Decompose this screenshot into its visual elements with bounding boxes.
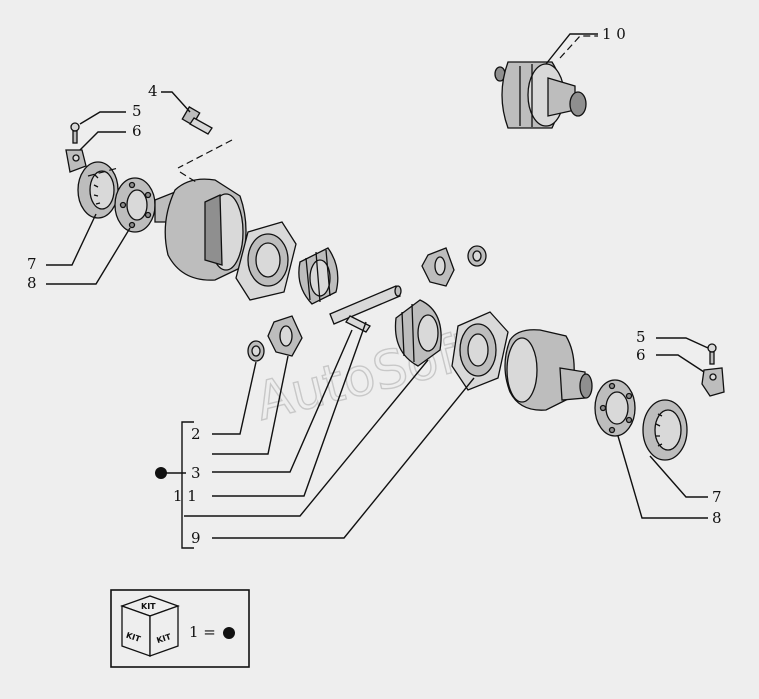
kit-box-icon: KIT KIT KIT bbox=[120, 595, 180, 657]
callout-9: 9 bbox=[191, 529, 201, 547]
kit-label-top: KIT bbox=[141, 602, 156, 611]
kit-label-left: KIT bbox=[125, 631, 142, 644]
planet-gear-part-2 bbox=[267, 315, 303, 357]
lock-plate-part-6-right bbox=[701, 367, 725, 397]
kit-legend-equals: 1 = bbox=[189, 623, 216, 641]
callout-4: 4 bbox=[148, 82, 158, 100]
callout-8-right: 8 bbox=[712, 509, 722, 527]
planet-washer bbox=[247, 340, 265, 362]
callout-6-right: 6 bbox=[636, 346, 646, 364]
callout-6-left: 6 bbox=[132, 122, 142, 140]
roll-pin-part-3 bbox=[345, 315, 371, 333]
kit-indicator-dot bbox=[155, 467, 167, 479]
leader-lines bbox=[46, 33, 709, 549]
adjusting-ring-part-7-right bbox=[642, 399, 688, 461]
callout-11: 1 1 bbox=[173, 487, 197, 505]
callout-5-left: 5 bbox=[132, 102, 142, 120]
side-gear-right bbox=[394, 299, 442, 367]
callout-10: 1 0 bbox=[602, 25, 626, 43]
bearing-part-8-left bbox=[114, 177, 156, 233]
callout-7-left: 7 bbox=[27, 255, 37, 273]
callout-2: 2 bbox=[191, 425, 201, 443]
bolt-part-5-right bbox=[707, 343, 717, 365]
callout-5-right: 5 bbox=[636, 328, 646, 346]
kit-legend-dot bbox=[223, 627, 235, 639]
cross-pin-part-11 bbox=[329, 285, 402, 325]
callout-8-left: 8 bbox=[27, 274, 37, 292]
thrust-washer-left bbox=[235, 221, 297, 301]
bearing-part-8-right bbox=[594, 379, 636, 437]
planet-washer-upper bbox=[467, 245, 487, 267]
thrust-washer-part-9 bbox=[451, 311, 509, 391]
differential-assembly-part-10 bbox=[494, 61, 587, 129]
differential-case-right-half bbox=[504, 329, 593, 411]
kit-label-right: KIT bbox=[155, 632, 172, 645]
bolt-part-5-left bbox=[70, 122, 80, 144]
differential-case-left-half bbox=[154, 178, 247, 281]
callout-3: 3 bbox=[191, 464, 201, 482]
lock-plate-part-6-left bbox=[65, 149, 87, 173]
planet-gear-upper bbox=[421, 247, 455, 287]
kit-legend: KIT KIT KIT 1 = bbox=[110, 589, 250, 668]
bolt-part-4 bbox=[181, 106, 213, 135]
callout-7-right: 7 bbox=[712, 488, 722, 506]
side-gear-left bbox=[298, 247, 339, 305]
adjusting-ring-part-7-left bbox=[77, 161, 119, 219]
assembly-dashed-lines bbox=[87, 35, 598, 183]
